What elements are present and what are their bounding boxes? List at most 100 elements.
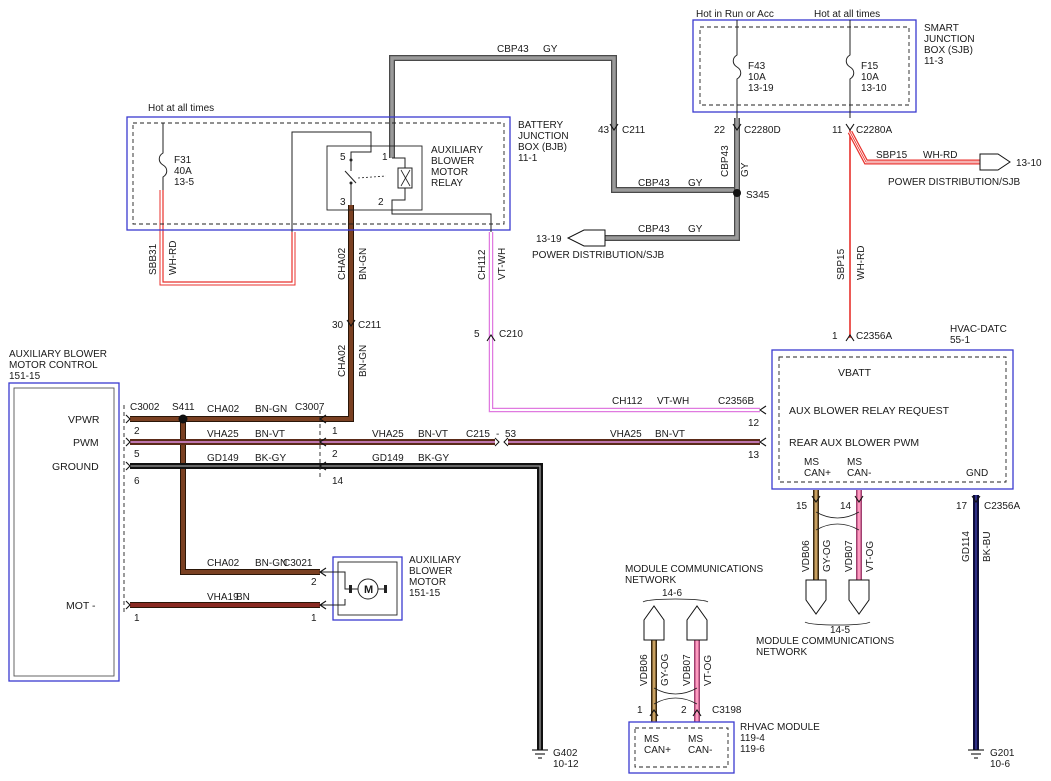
wire-ch112[interactable] [488, 232, 760, 413]
svg-text:F31: F31 [174, 155, 192, 166]
motor-label: AUXILIARY [409, 555, 461, 566]
svg-text:C211: C211 [358, 320, 382, 331]
svg-text:13: 13 [748, 450, 760, 461]
wire-gd149[interactable] [130, 463, 543, 750]
svg-text:14-5: 14-5 [830, 625, 850, 636]
svg-text:BN-GN: BN-GN [255, 404, 287, 415]
svg-text:VHA19: VHA19 [207, 592, 239, 603]
svg-text:CHA02: CHA02 [207, 558, 240, 569]
svg-text:5: 5 [340, 152, 346, 163]
svg-text:CHA02: CHA02 [337, 344, 348, 377]
svg-text:C210: C210 [499, 329, 523, 340]
svg-text:30: 30 [332, 320, 344, 331]
svg-text:CH112: CH112 [477, 249, 488, 280]
connector-arrows [125, 123, 981, 717]
svg-text:VHA25: VHA25 [372, 429, 404, 440]
svg-text:BN-VT: BN-VT [418, 429, 448, 440]
svg-text:C3021: C3021 [283, 558, 313, 569]
svg-text:11: 11 [832, 125, 843, 136]
svg-text:10-6: 10-6 [990, 759, 1010, 770]
svg-text:17: 17 [956, 501, 968, 512]
svg-text:WH-RD: WH-RD [168, 241, 179, 275]
svg-text:GY: GY [740, 162, 751, 177]
svg-text:VHA25: VHA25 [610, 429, 642, 440]
svg-text:C3002: C3002 [130, 402, 160, 413]
sjb-hot1-label: Hot in Run or Acc [696, 9, 774, 20]
battery-junction-box [126, 116, 511, 232]
svg-text:11-1: 11-1 [518, 153, 538, 164]
splice-s411 [178, 414, 188, 424]
sjb-hot2-label: Hot at all times [814, 9, 880, 20]
svg-text:C211: C211 [622, 125, 646, 136]
svg-text:C2356A: C2356A [856, 331, 892, 342]
svg-text:15: 15 [796, 501, 808, 512]
svg-text:GY: GY [543, 44, 558, 55]
svg-text:14: 14 [840, 501, 852, 512]
wire-cbp43-top[interactable] [389, 55, 735, 193]
svg-text:BN-VT: BN-VT [255, 429, 285, 440]
twist-hvac [815, 511, 860, 531]
svg-text:BOX (BJB): BOX (BJB) [518, 142, 567, 153]
svg-text:55-1: 55-1 [950, 335, 970, 346]
svg-text:CAN-: CAN- [847, 468, 871, 479]
svg-text:G402: G402 [553, 748, 578, 759]
svg-text:10A: 10A [748, 72, 766, 83]
pin-mot: MOT - [66, 600, 96, 612]
mcn-right-label: MODULE COMMUNICATIONS [756, 636, 894, 647]
svg-text:CAN-: CAN- [688, 745, 712, 756]
hvac-datc-module [771, 349, 1014, 490]
wire-sbp15-h[interactable] [847, 130, 980, 165]
wire-cha02-relay[interactable] [320, 205, 354, 422]
svg-text:RELAY: RELAY [431, 178, 463, 189]
svg-text:10A: 10A [861, 72, 879, 83]
svg-text:VT-OG: VT-OG [703, 655, 714, 686]
svg-text:5: 5 [134, 449, 140, 460]
svg-text:G201: G201 [990, 748, 1015, 759]
svg-text:13-10: 13-10 [1016, 158, 1042, 169]
svg-text:BLOWER: BLOWER [409, 566, 452, 577]
rhvac-module [628, 721, 735, 774]
svg-text:1: 1 [382, 152, 388, 163]
svg-text:JUNCTION: JUNCTION [924, 34, 975, 45]
mcn-top-label: MODULE COMMUNICATIONS [625, 564, 763, 575]
svg-text:CAN+: CAN+ [804, 468, 831, 479]
splice-s345 [733, 189, 741, 197]
svg-text:CH112: CH112 [612, 396, 643, 407]
svg-text:C2280D: C2280D [744, 125, 781, 136]
svg-text:13-19: 13-19 [748, 83, 774, 94]
svg-text:151-15: 151-15 [409, 588, 441, 599]
pd-sjb-ref: POWER DISTRIBUTION/SJB [888, 177, 1021, 188]
svg-text:GD149: GD149 [207, 453, 239, 464]
svg-text:SBB31: SBB31 [148, 243, 159, 275]
svg-text:10-12: 10-12 [553, 759, 579, 770]
svg-text:BK-GY: BK-GY [418, 453, 449, 464]
svg-text:MOTOR: MOTOR [409, 577, 446, 588]
svg-text:BN-GN: BN-GN [358, 248, 369, 280]
svg-text:5: 5 [474, 329, 480, 340]
svg-text:2: 2 [378, 197, 384, 208]
wire-cbp43-pd[interactable] [605, 193, 740, 241]
svg-text:GY: GY [688, 224, 703, 235]
svg-text:BN-VT: BN-VT [655, 429, 685, 440]
bjb-hot-label: Hot at all times [148, 103, 214, 114]
svg-text:GND: GND [966, 468, 988, 479]
svg-text:13-5: 13-5 [174, 177, 194, 188]
svg-text:CHA02: CHA02 [207, 404, 240, 415]
svg-text:WH-RD: WH-RD [923, 150, 957, 161]
svg-text:C2356B: C2356B [718, 396, 754, 407]
ref-flag-mcn-rhvac [643, 605, 708, 641]
wire-sbb31[interactable] [159, 190, 296, 286]
svg-text:BN: BN [236, 592, 250, 603]
svg-text:BK-GY: BK-GY [255, 453, 286, 464]
wire-cha02-motor[interactable] [180, 419, 320, 575]
svg-text:43: 43 [598, 125, 610, 136]
svg-text:C215: C215 [466, 429, 490, 440]
svg-text:2: 2 [311, 577, 317, 588]
pin-vpwr: VPWR [68, 414, 100, 426]
ref-flag-mcn-hvac [805, 579, 870, 615]
svg-text:NETWORK: NETWORK [756, 647, 807, 658]
bjb-label: BATTERY [518, 120, 564, 131]
svg-text:GD149: GD149 [372, 453, 404, 464]
svg-text:6: 6 [134, 476, 140, 487]
svg-text:BOX (SJB): BOX (SJB) [924, 45, 973, 56]
